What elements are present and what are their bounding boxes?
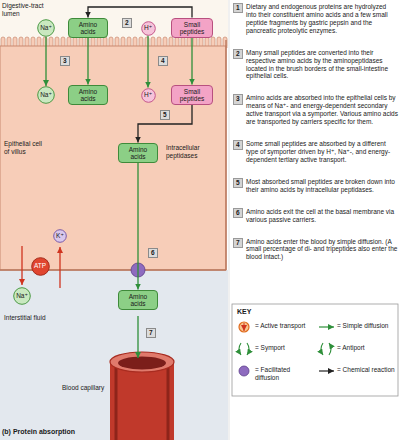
step-text: Dietary and endogenous proteins are hydr… [246, 3, 398, 35]
node-text: Small peptides [175, 21, 209, 35]
node-text: Na⁺ [40, 24, 52, 31]
step-number: 5 [233, 178, 243, 188]
atp-pump: ATP [31, 257, 50, 276]
sodium-pump-arrow [21, 246, 22, 285]
diffusion-arrow [137, 316, 138, 358]
callout-number: 7 [146, 328, 156, 338]
cell-boundary [225, 40, 226, 270]
node-text: Amino acids [122, 293, 154, 307]
node-text: Amino acids [122, 146, 154, 160]
step-text: Most absorbed small peptides are broken … [246, 178, 398, 194]
transport-arrow [138, 105, 192, 143]
step-text: Many small peptides are converted into t… [246, 49, 398, 81]
step-number: 3 [233, 94, 243, 104]
peptide-box: Small peptides [171, 18, 213, 38]
ion-circle: Na⁺ [37, 19, 55, 37]
transport-arrow [45, 37, 46, 86]
transport-arrow [137, 163, 138, 290]
node-text: H⁺ [144, 91, 152, 98]
node-text: ATP [34, 262, 46, 269]
step-text: Amino acids enter the blood by simple di… [246, 238, 398, 262]
ion-circle: H⁺ [141, 21, 156, 36]
legend-symbol [319, 371, 334, 372]
ion-circle: H⁺ [141, 88, 156, 103]
amino-acid-box: Amino acids [118, 290, 158, 310]
potassium-pump-arrow [59, 247, 60, 288]
ion-circle: Na⁺ [13, 287, 31, 305]
callout-number: 6 [148, 248, 158, 258]
step-number: 1 [233, 3, 243, 13]
node-text: Na⁺ [40, 91, 52, 98]
amino-acid-box: Amino acids [68, 18, 108, 38]
capillary-opening [110, 352, 174, 372]
legend-symbol [319, 327, 334, 328]
step-text: Amino acids exit the cell at the basal m… [246, 208, 398, 224]
ion-circle: Na⁺ [37, 86, 55, 104]
enzyme-label: Intracellular peptidases [166, 144, 224, 160]
region-label: Interstitial fluid [4, 314, 48, 322]
region-label: Digestive-tract lumen [2, 2, 54, 18]
node-text: Small peptides [175, 88, 209, 102]
legend-symbol [321, 343, 331, 355]
legend-text: = Active transport [255, 322, 315, 330]
node-text: K⁺ [56, 232, 64, 239]
transport-arrow [147, 36, 148, 88]
step-number: 7 [233, 238, 243, 248]
transport-arrow [88, 7, 192, 18]
amino-acid-box: Amino acids [68, 85, 108, 105]
step-text: Some small peptides are absorbed by a di… [246, 140, 398, 164]
cell-label: Epithelial cell of villus [4, 140, 44, 156]
transport-arrow [191, 38, 192, 85]
figure-caption: (b) Protein absorption [2, 428, 75, 436]
callout-number: 5 [160, 110, 170, 120]
callout-number: 3 [60, 56, 70, 66]
legend-text: = Facilitated diffusion [255, 366, 315, 382]
step-number: 2 [233, 49, 243, 59]
callout-number: 2 [122, 18, 132, 28]
ion-circle: K⁺ [53, 229, 67, 243]
vessel-label: Blood capillary [62, 384, 108, 392]
node-text: Amino acids [72, 88, 104, 102]
node-text: Na⁺ [16, 292, 28, 299]
node-text: Amino acids [72, 21, 104, 35]
legend-symbol [239, 322, 249, 332]
step-text: Amino acids are absorbed into the epithe… [246, 94, 398, 126]
node-text: H⁺ [144, 24, 152, 31]
amino-acid-box: Amino acids [118, 143, 158, 163]
legend-text: = Symport [255, 344, 315, 352]
transport-arrow [87, 38, 88, 85]
capillary-lumen [118, 357, 166, 370]
legend-symbol [239, 366, 249, 376]
legend-symbol [239, 343, 249, 355]
step-number: 6 [233, 208, 243, 218]
capillary-tube [110, 362, 174, 440]
legend-text: = Simple diffusion [337, 322, 397, 330]
capillary-shade [116, 366, 168, 440]
legend-text: = Antiport [337, 344, 397, 352]
step-number: 4 [233, 140, 243, 150]
key-box [232, 304, 398, 396]
legend-text: = Chemical reaction [337, 366, 397, 374]
callout-number: 4 [158, 56, 168, 66]
panel-divider [229, 0, 230, 440]
peptide-box: Small peptides [171, 85, 213, 105]
key-heading: KEY [237, 308, 251, 316]
